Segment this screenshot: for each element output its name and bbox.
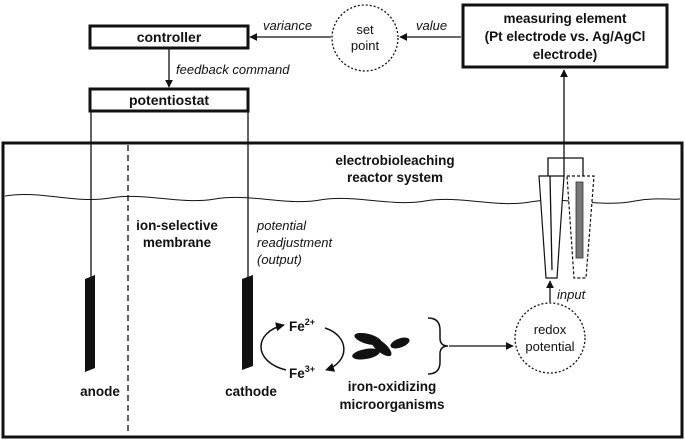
- potentiostat-box: [88, 87, 250, 113]
- set-point-label-1: set: [356, 22, 374, 37]
- fe3-to-fe2-arrow: [260, 322, 287, 371]
- reactor-title-1: electrobioleaching: [335, 153, 454, 168]
- redox-label-2: potential: [525, 339, 574, 354]
- redox-potential-node: [514, 302, 586, 374]
- membrane-label-1: ion-selective: [136, 218, 218, 233]
- readjustment-label-2: readjustment: [257, 235, 334, 250]
- measuring-element-box: [461, 3, 669, 69]
- reactor-box: [1, 141, 684, 439]
- controller-label: controller: [137, 29, 202, 45]
- measuring-element-label-1: measuring element: [503, 11, 627, 26]
- water-surface: [4, 193, 681, 205]
- readjustment-label-1: potential: [256, 218, 307, 233]
- anode-label: anode: [80, 384, 120, 399]
- measuring-element-label-2: (Pt electrode vs. Ag/AgCl: [485, 29, 646, 44]
- microbes-label-2: microorganisms: [339, 397, 444, 412]
- microbes-label-1: iron-oxidizing: [348, 379, 437, 394]
- measurement-electrodes: [538, 157, 595, 279]
- variance-label: variance: [263, 18, 312, 33]
- microorganisms-icon: [352, 332, 410, 360]
- fe2-to-fe3-arrow: [324, 327, 345, 372]
- fe3-label: Fe3+: [289, 364, 315, 381]
- feedback-command-label: feedback command: [176, 62, 290, 77]
- fe2-label: Fe2+: [289, 317, 315, 334]
- cathode-electrode: [242, 275, 253, 370]
- input-label: input: [557, 287, 587, 302]
- anode-electrode: [85, 275, 95, 372]
- cathode-label: cathode: [225, 384, 277, 399]
- reactor-title-2: reactor system: [347, 170, 443, 185]
- controller-box: [88, 24, 250, 50]
- potentiostat-label: potentiostat: [129, 92, 209, 108]
- brace: [427, 317, 449, 375]
- set-point-node: [331, 4, 399, 72]
- set-point-label-2: point: [351, 38, 380, 53]
- redox-label-1: redox: [534, 322, 567, 337]
- measuring-element-label-3: electrode): [533, 47, 598, 62]
- readjustment-label-3: (output): [257, 252, 302, 267]
- membrane-label-2: membrane: [143, 235, 212, 250]
- value-label: value: [416, 18, 447, 33]
